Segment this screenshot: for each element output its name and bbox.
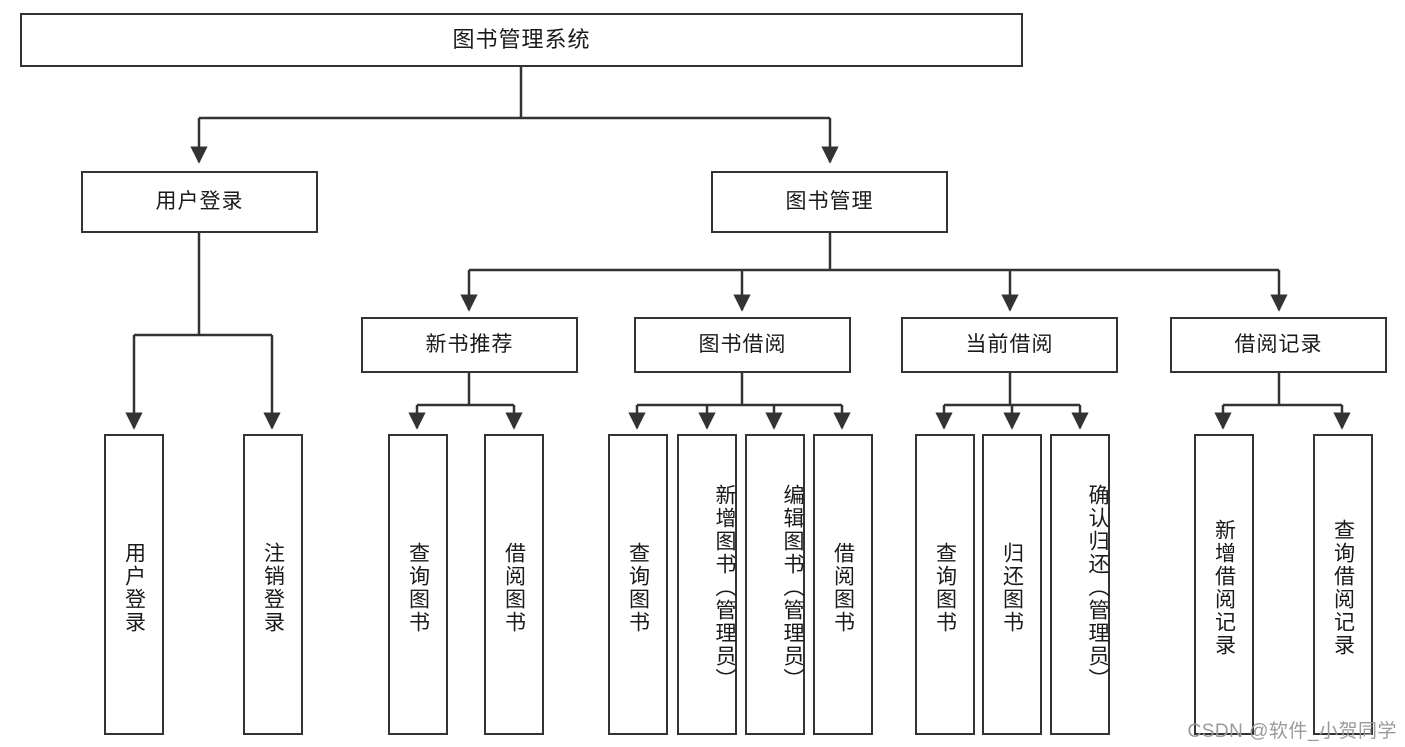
node-new-book-recommend-label: 新书推荐 bbox=[425, 333, 514, 357]
leaf-user-login[interactable]: 用户登录 bbox=[104, 434, 164, 735]
leaf-new-book-query-label: 查询图书 bbox=[406, 541, 430, 634]
leaf-user-logout-label: 注销登录 bbox=[261, 541, 285, 634]
node-user-login-label: 用户登录 bbox=[155, 190, 244, 214]
leaf-edit-book-admin-label: 编辑图书（管理员） bbox=[781, 484, 804, 691]
leaf-borrow-book[interactable]: 借阅图书 bbox=[813, 434, 873, 735]
leaf-borrow-book-label: 借阅图书 bbox=[831, 541, 855, 634]
leaf-return-book-label: 归还图书 bbox=[1000, 541, 1024, 634]
node-current-borrow-label: 当前借阅 bbox=[965, 333, 1054, 357]
node-book-borrow-label: 图书借阅 bbox=[698, 333, 787, 357]
node-borrow-record[interactable]: 借阅记录 bbox=[1170, 317, 1387, 373]
leaf-new-book-query[interactable]: 查询图书 bbox=[388, 434, 448, 735]
node-root[interactable]: 图书管理系统 bbox=[20, 13, 1023, 67]
leaf-new-book-borrow[interactable]: 借阅图书 bbox=[484, 434, 544, 735]
leaf-user-login-label: 用户登录 bbox=[122, 541, 146, 634]
leaf-new-book-borrow-label: 借阅图书 bbox=[502, 541, 526, 634]
node-root-label: 图书管理系统 bbox=[452, 26, 591, 52]
leaf-borrow-query-book-label: 查询图书 bbox=[626, 541, 650, 634]
node-book-management[interactable]: 图书管理 bbox=[711, 171, 948, 233]
leaf-return-book[interactable]: 归还图书 bbox=[982, 434, 1042, 735]
leaf-borrow-query-book[interactable]: 查询图书 bbox=[608, 434, 668, 735]
leaf-add-borrow-record[interactable]: 新增借阅记录 bbox=[1194, 434, 1254, 735]
node-new-book-recommend[interactable]: 新书推荐 bbox=[361, 317, 578, 373]
leaf-add-book-admin[interactable]: 新增图书（管理员） bbox=[677, 434, 737, 735]
leaf-current-query-book-label: 查询图书 bbox=[933, 541, 957, 634]
leaf-confirm-return-admin-label: 确认归还（管理员） bbox=[1086, 484, 1109, 691]
leaf-confirm-return-admin[interactable]: 确认归还（管理员） bbox=[1050, 434, 1110, 735]
node-current-borrow[interactable]: 当前借阅 bbox=[901, 317, 1118, 373]
node-book-management-label: 图书管理 bbox=[785, 190, 874, 214]
leaf-edit-book-admin[interactable]: 编辑图书（管理员） bbox=[745, 434, 805, 735]
watermark-text: CSDN @软件_小贺同学 bbox=[1187, 721, 1397, 742]
node-borrow-record-label: 借阅记录 bbox=[1234, 333, 1323, 357]
leaf-query-borrow-record[interactable]: 查询借阅记录 bbox=[1313, 434, 1373, 735]
node-book-borrow[interactable]: 图书借阅 bbox=[634, 317, 851, 373]
leaf-add-book-admin-label: 新增图书（管理员） bbox=[713, 484, 736, 691]
leaf-query-borrow-record-label: 查询借阅记录 bbox=[1331, 518, 1355, 657]
node-user-login[interactable]: 用户登录 bbox=[81, 171, 318, 233]
leaf-user-logout[interactable]: 注销登录 bbox=[243, 434, 303, 735]
leaf-current-query-book[interactable]: 查询图书 bbox=[915, 434, 975, 735]
leaf-add-borrow-record-label: 新增借阅记录 bbox=[1212, 518, 1236, 657]
